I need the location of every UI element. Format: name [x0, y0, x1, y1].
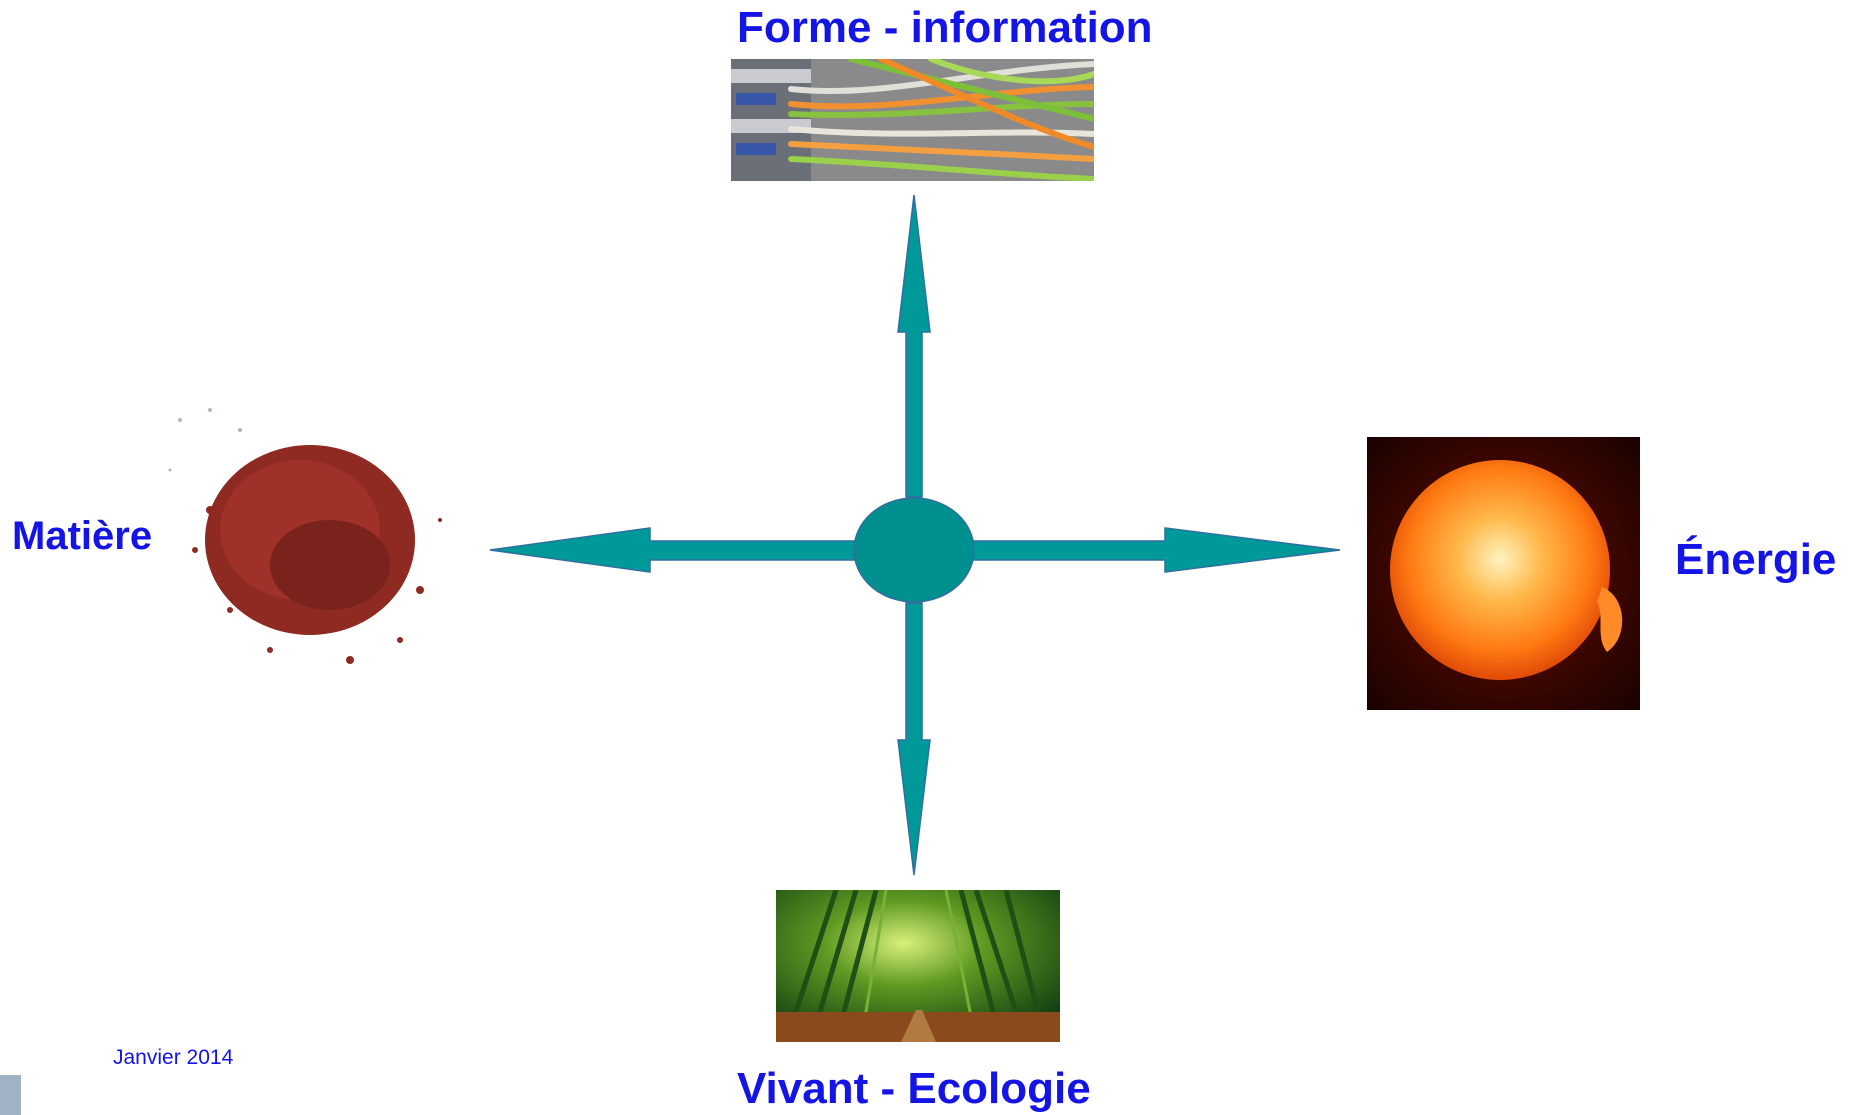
sun-image: [1367, 437, 1640, 710]
center-hub: [853, 497, 975, 603]
page-marker: [0, 1075, 21, 1115]
red-powder-image: [150, 390, 460, 700]
arrow-right: [971, 527, 1341, 573]
arrow-left: [489, 527, 857, 573]
arrow-down: [897, 602, 931, 876]
network-cables-image: [731, 59, 1094, 181]
axis-label-bottom: Vivant - Ecologie: [737, 1064, 1091, 1113]
footer-date: Janvier 2014: [113, 1046, 234, 1069]
axis-label-right: Énergie: [1675, 535, 1837, 584]
arrow-up: [897, 194, 931, 498]
bamboo-forest-image: [776, 890, 1060, 1042]
axis-label-left: Matière: [12, 514, 153, 558]
axis-label-top: Forme - information: [737, 3, 1153, 52]
